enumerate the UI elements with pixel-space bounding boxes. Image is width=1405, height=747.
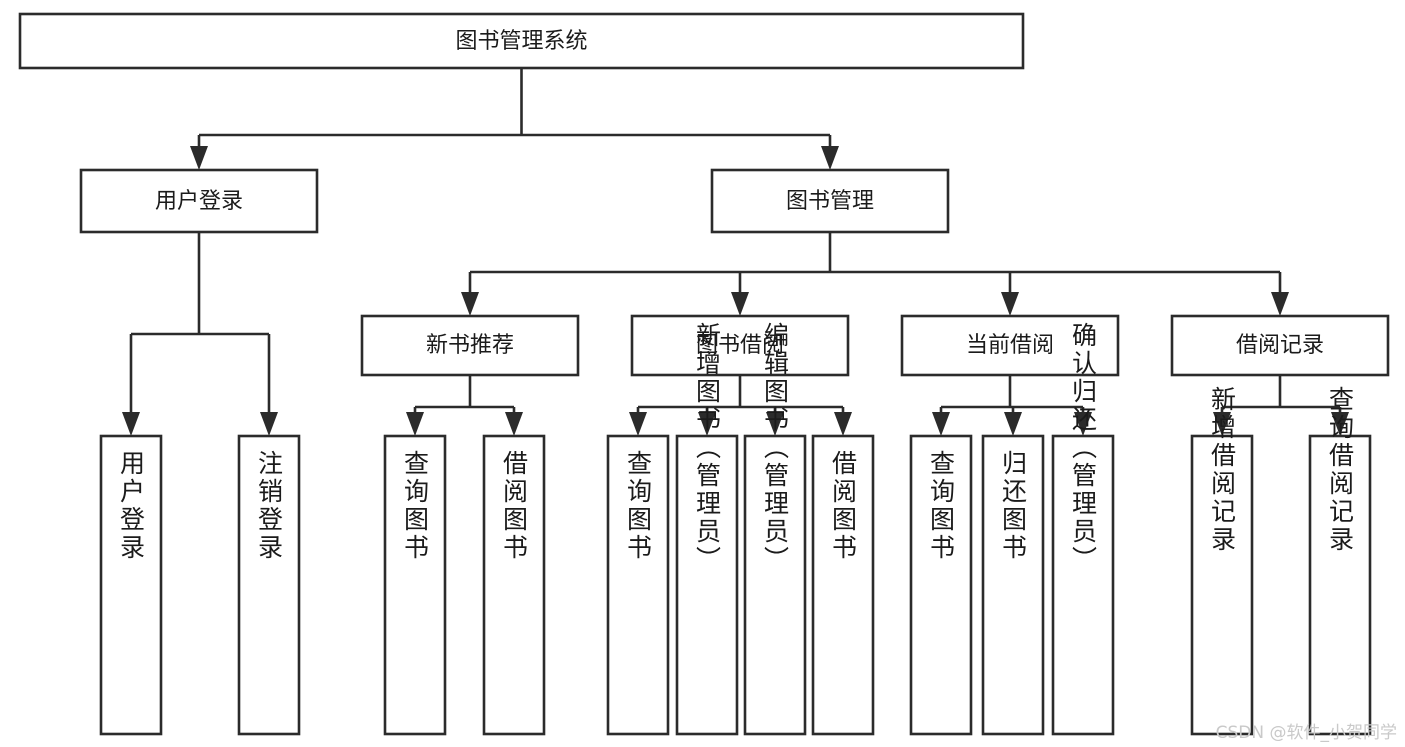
leaf-node-nbr-query-book[interactable]: 查询图书 [383, 434, 447, 736]
arrow-head-br-leaf1 [1213, 412, 1231, 436]
arrow-head-bb-leaf4 [834, 412, 852, 436]
node-book-manage-label: 图书管理 [786, 189, 874, 214]
leaf-node-bb-borrow-book[interactable]: 借阅图书 [811, 434, 875, 736]
leaf-logout-label: 注销登录 [255, 450, 284, 562]
leaf-bb-borrow-book-rect[interactable] [811, 434, 875, 736]
leaf-node-bb-query-book[interactable]: 查询图书 [606, 434, 670, 736]
node-user-login-rect[interactable] [79, 168, 319, 234]
node-root-rect[interactable] [18, 12, 1025, 70]
arrow-head-bb-leaf1 [629, 412, 647, 436]
connector-group-book-borrow [629, 375, 852, 436]
node-user-login-label: 用户登录 [155, 189, 243, 214]
leaf-cb-query-book-rect[interactable] [909, 434, 973, 736]
leaf-bb-add-book-rect[interactable] [675, 434, 739, 736]
leaf-bb-query-book-rect[interactable] [606, 434, 670, 736]
arrow-head-bb-leaf2 [698, 412, 716, 436]
leaf-bb-edit-book-label: 编辑图书（管理员） [761, 322, 790, 574]
connector-group-root [190, 68, 839, 170]
arrow-head-book-borrow [731, 292, 749, 316]
node-root[interactable]: 图书管理系统 [18, 12, 1025, 70]
leaf-br-add-record-rect[interactable] [1190, 434, 1254, 736]
leaf-cb-confirm-return-rect[interactable] [1051, 434, 1115, 736]
node-current-borrow-label: 当前借阅 [966, 333, 1054, 358]
node-borrow-record[interactable]: 借阅记录 [1170, 314, 1390, 377]
connector-group-borrow-record [1213, 375, 1349, 436]
leaf-node-cb-return-book[interactable]: 归还图书 [981, 434, 1045, 736]
node-new-book-rec-label: 新书推荐 [426, 333, 514, 358]
leaf-node-br-add-record[interactable]: 新增借阅记录 [1190, 386, 1254, 736]
arrow-head-cb-leaf2 [1004, 412, 1022, 436]
node-new-book-rec-rect[interactable] [360, 314, 580, 377]
arrow-head-br-leaf2 [1331, 412, 1349, 436]
node-book-borrow-rect[interactable] [630, 314, 850, 377]
leaf-nbr-borrow-book-rect[interactable] [482, 434, 546, 736]
leaf-logout-rect[interactable] [237, 434, 301, 736]
arrow-head-borrow-record [1271, 292, 1289, 316]
leaf-node-bb-add-book[interactable]: 新增图书（管理员） [675, 322, 739, 736]
leaf-br-query-record-label: 查询借阅记录 [1326, 386, 1355, 554]
arrow-head-nbr-leaf1 [406, 412, 424, 436]
arrow-head-leaf-logout [260, 412, 278, 436]
leaf-br-add-record-label: 新增借阅记录 [1208, 386, 1237, 554]
arrow-head-nbr-leaf2 [505, 412, 523, 436]
leaf-user-login-label: 用户登录 [117, 450, 146, 562]
leaf-nbr-query-book-rect[interactable] [383, 434, 447, 736]
arrow-head-bb-leaf3 [766, 412, 784, 436]
leaf-cb-query-book-label: 查询图书 [927, 450, 956, 562]
leaf-cb-return-book-label: 归还图书 [999, 450, 1028, 562]
connector-group-book-manage [461, 232, 1289, 316]
leaf-user-login-rect[interactable] [99, 434, 163, 736]
connector-group-current-borrow [932, 375, 1092, 436]
node-root-label: 图书管理系统 [455, 29, 587, 54]
leaf-node-cb-confirm-return[interactable]: 确认归还（管理员） [1051, 322, 1115, 736]
leaf-cb-confirm-return-label: 确认归还（管理员） [1069, 322, 1098, 574]
leaf-bb-edit-book-rect[interactable] [743, 434, 807, 736]
leaf-node-cb-query-book[interactable]: 查询图书 [909, 434, 973, 736]
node-borrow-record-rect[interactable] [1170, 314, 1390, 377]
leaf-node-br-query-record[interactable]: 查询借阅记录 [1308, 386, 1372, 736]
node-book-borrow[interactable]: 图书借阅 [630, 314, 850, 377]
leaf-node-nbr-borrow-book[interactable]: 借阅图书 [482, 434, 546, 736]
node-book-manage[interactable]: 图书管理 [710, 168, 950, 234]
leaf-br-query-record-rect[interactable] [1308, 434, 1372, 736]
node-new-book-rec[interactable]: 新书推荐 [360, 314, 580, 377]
leaf-bb-borrow-book-label: 借阅图书 [829, 450, 858, 562]
leaf-node-user-login[interactable]: 用户登录 [99, 434, 163, 736]
connector-group-user-login [122, 232, 278, 436]
leaf-node-bb-edit-book[interactable]: 编辑图书（管理员） [743, 322, 807, 736]
arrow-head-book-manage [821, 146, 839, 170]
arrow-head-user-login [190, 146, 208, 170]
node-book-manage-rect[interactable] [710, 168, 950, 234]
leaf-nbr-query-book-label: 查询图书 [401, 450, 430, 562]
node-borrow-record-label: 借阅记录 [1236, 333, 1324, 358]
node-book-borrow-label: 图书借阅 [696, 333, 784, 358]
leaf-bb-query-book-label: 查询图书 [624, 450, 653, 562]
leaf-cb-return-book-rect[interactable] [981, 434, 1045, 736]
node-user-login[interactable]: 用户登录 [79, 168, 319, 234]
arrow-head-cb-leaf3 [1074, 412, 1092, 436]
node-current-borrow-rect[interactable] [900, 314, 1120, 377]
arrow-head-current-borrow [1001, 292, 1019, 316]
leaf-bb-add-book-label: 新增图书（管理员） [693, 322, 722, 574]
leaf-node-logout[interactable]: 注销登录 [237, 434, 301, 736]
node-current-borrow[interactable]: 当前借阅 [900, 314, 1120, 377]
connector-group-new-book-rec [406, 375, 523, 436]
arrow-head-new-book-rec [461, 292, 479, 316]
arrow-head-leaf-user-login [122, 412, 140, 436]
arrow-head-cb-leaf1 [932, 412, 950, 436]
leaf-nbr-borrow-book-label: 借阅图书 [500, 450, 529, 562]
